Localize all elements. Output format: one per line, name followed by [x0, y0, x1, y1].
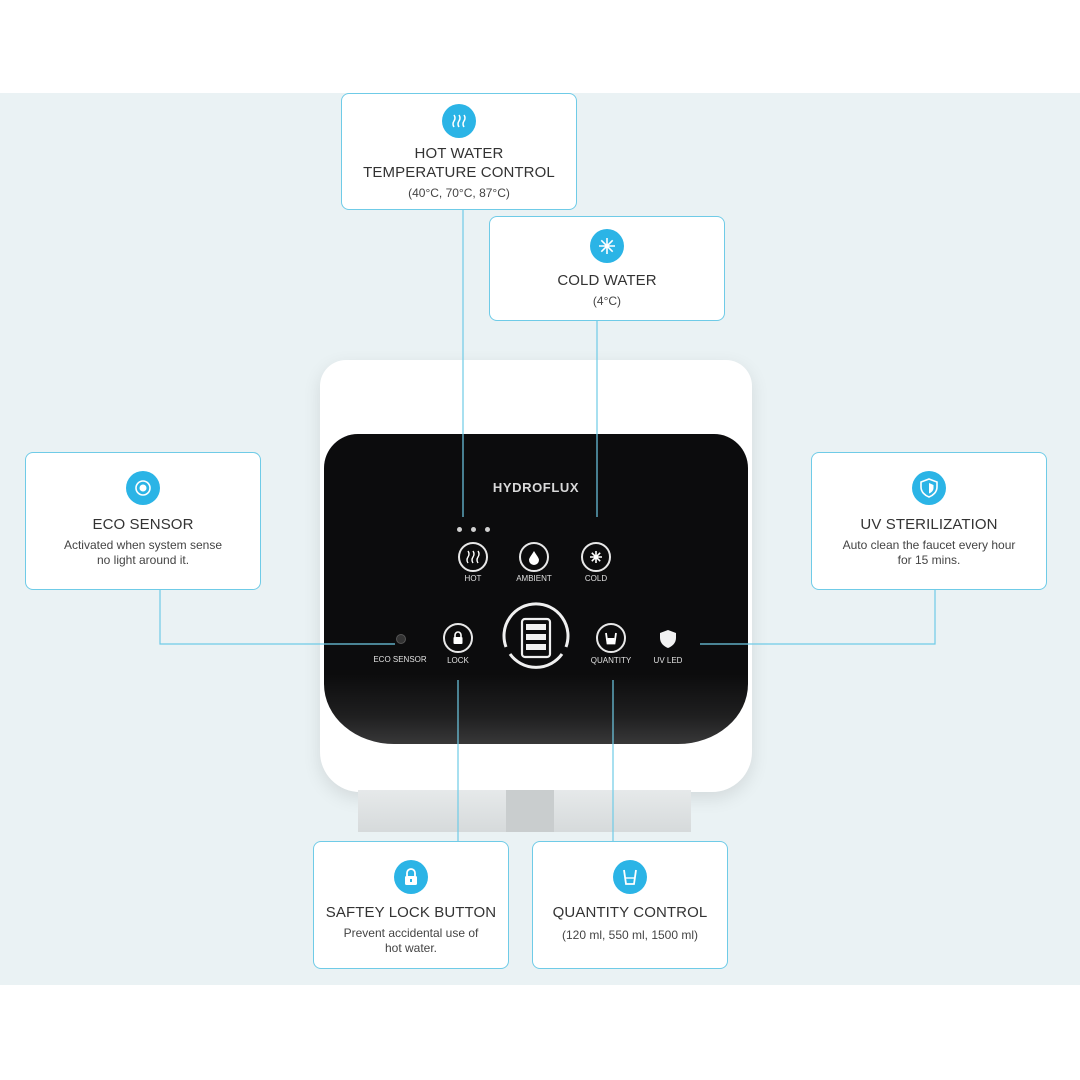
ambient-button[interactable]	[519, 542, 549, 572]
cold-button[interactable]	[581, 542, 611, 572]
ambient-label: AMBIENT	[516, 574, 552, 583]
uv-led-button[interactable]	[656, 627, 680, 651]
indicator-dot	[485, 527, 490, 532]
callout-title: QUANTITY CONTROL	[552, 904, 708, 921]
heat-icon	[466, 550, 480, 564]
shield-icon	[660, 630, 676, 648]
sensor-icon	[126, 471, 160, 505]
uv-led-label: UV LED	[653, 656, 683, 665]
dispenser-base	[358, 790, 691, 832]
callout-title: HOT WATER	[414, 145, 504, 162]
indicator-dot	[471, 527, 476, 532]
dispense-icon	[520, 617, 552, 659]
brand-logo: HYDROFLUX	[492, 480, 580, 495]
callout-desc: (4°C)	[592, 294, 622, 308]
lock-icon	[453, 631, 463, 644]
indicator-dot	[457, 527, 462, 532]
lock-button[interactable]	[443, 623, 473, 653]
callout-title: UV STERILIZATION	[860, 516, 998, 533]
callout-desc: (40°C, 70°C, 87°C)	[408, 186, 510, 200]
callout-title: SAFTEY LOCK BUTTON	[325, 904, 497, 921]
eco-sensor-icon	[396, 634, 406, 644]
callout-safety-lock: SAFTEY LOCK BUTTON Prevent accidental us…	[313, 841, 509, 969]
callout-title: COLD WATER	[557, 272, 657, 289]
callout-desc: (120 ml, 550 ml, 1500 ml)	[561, 928, 699, 942]
quantity-button[interactable]	[596, 623, 626, 653]
control-panel: HYDROFLUX HOT AMBIENT COLD ECO SENSOR LO…	[324, 434, 748, 744]
callout-desc: hot water.	[384, 941, 438, 955]
cup-icon	[605, 632, 617, 645]
water-drop-icon	[529, 550, 539, 565]
callout-title: ECO SENSOR	[92, 516, 194, 533]
lock-icon	[394, 860, 428, 894]
callout-desc: for 15 mins.	[897, 553, 961, 567]
snowflake-icon	[590, 551, 602, 563]
callout-eco-sensor: ECO SENSOR Activated when system sense n…	[25, 452, 261, 590]
callout-hot-water: HOT WATER TEMPERATURE CONTROL (40°C, 70°…	[341, 93, 577, 210]
eco-sensor-label: ECO SENSOR	[373, 655, 427, 664]
lock-label: LOCK	[447, 656, 469, 665]
hot-button[interactable]	[458, 542, 488, 572]
dispense-button[interactable]	[496, 602, 576, 672]
cold-label: COLD	[584, 574, 608, 583]
quantity-label: QUANTITY	[590, 656, 632, 665]
callout-desc: no light around it.	[96, 553, 190, 567]
snowflake-icon	[590, 229, 624, 263]
callout-quantity-control: QUANTITY CONTROL (120 ml, 550 ml, 1500 m…	[532, 841, 728, 969]
callout-desc: Auto clean the faucet every hour	[842, 538, 1016, 552]
cup-icon	[613, 860, 647, 894]
callout-desc: Prevent accidental use of	[343, 926, 479, 940]
heat-icon	[442, 104, 476, 138]
hot-label: HOT	[464, 574, 482, 583]
callout-title: TEMPERATURE CONTROL	[363, 164, 555, 181]
callout-desc: Activated when system sense	[63, 538, 223, 552]
callout-cold-water: COLD WATER (4°C)	[489, 216, 725, 321]
shield-icon	[912, 471, 946, 505]
callout-uv-sterilization: UV STERILIZATION Auto clean the faucet e…	[811, 452, 1047, 590]
